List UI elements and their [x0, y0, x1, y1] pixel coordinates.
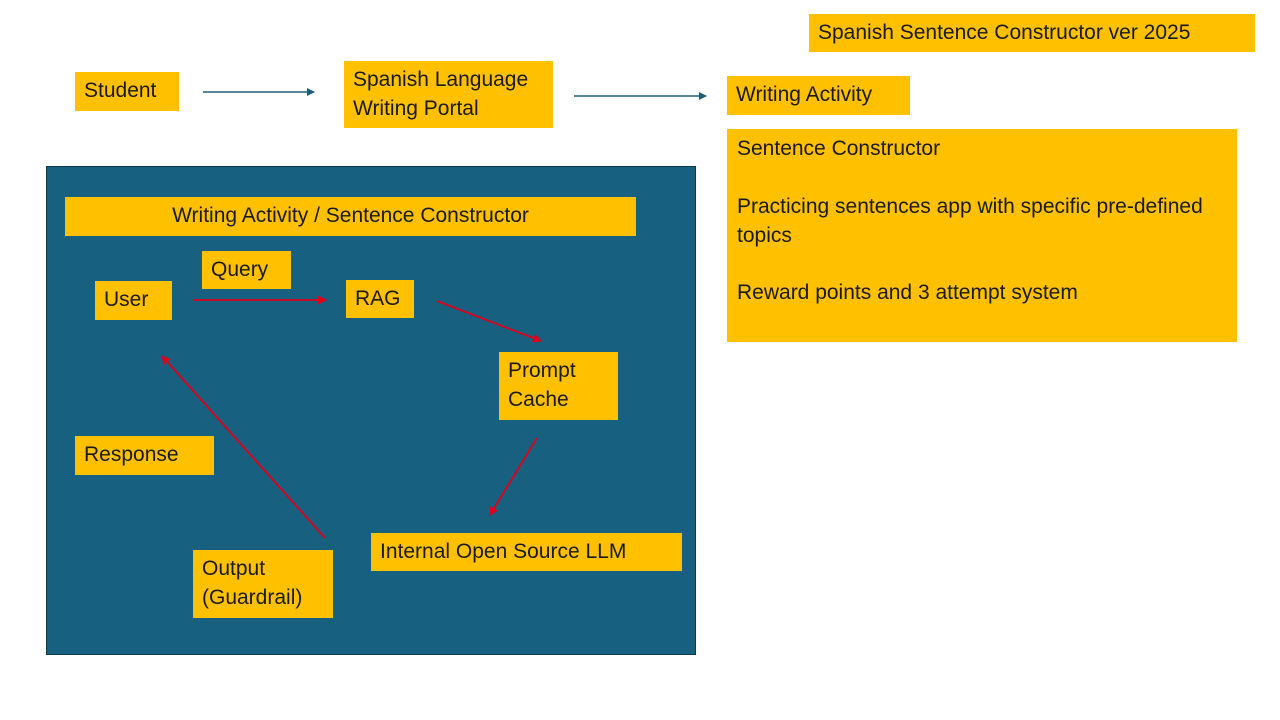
prompt-cache-node: Prompt Cache [499, 352, 618, 420]
panel-title: Writing Activity / Sentence Constructor [65, 197, 636, 236]
description-box: Sentence Constructor Practicing sentence… [727, 129, 1237, 342]
rag-to-cache-arrow [436, 300, 542, 343]
description-line-2: Reward points and 3 attempt system [737, 281, 1078, 304]
diagram-title: Spanish Sentence Constructor ver 2025 [809, 14, 1255, 52]
rag-node: RAG [346, 280, 414, 318]
description-line-1: Practicing sentences app with specific p… [737, 195, 1203, 247]
output-guardrail-node: Output (Guardrail) [193, 550, 333, 618]
cache-to-llm-arrow [489, 437, 538, 516]
writing-activity-node: Writing Activity [727, 76, 910, 115]
user-node: User [95, 281, 172, 320]
query-label: Query [202, 251, 291, 289]
output-to-user-arrow [161, 355, 326, 539]
description-heading: Sentence Constructor [737, 137, 941, 160]
response-label: Response [75, 436, 214, 475]
llm-node: Internal Open Source LLM [371, 533, 682, 571]
portal-node: Spanish Language Writing Portal [344, 61, 553, 128]
student-node: Student [75, 72, 179, 111]
